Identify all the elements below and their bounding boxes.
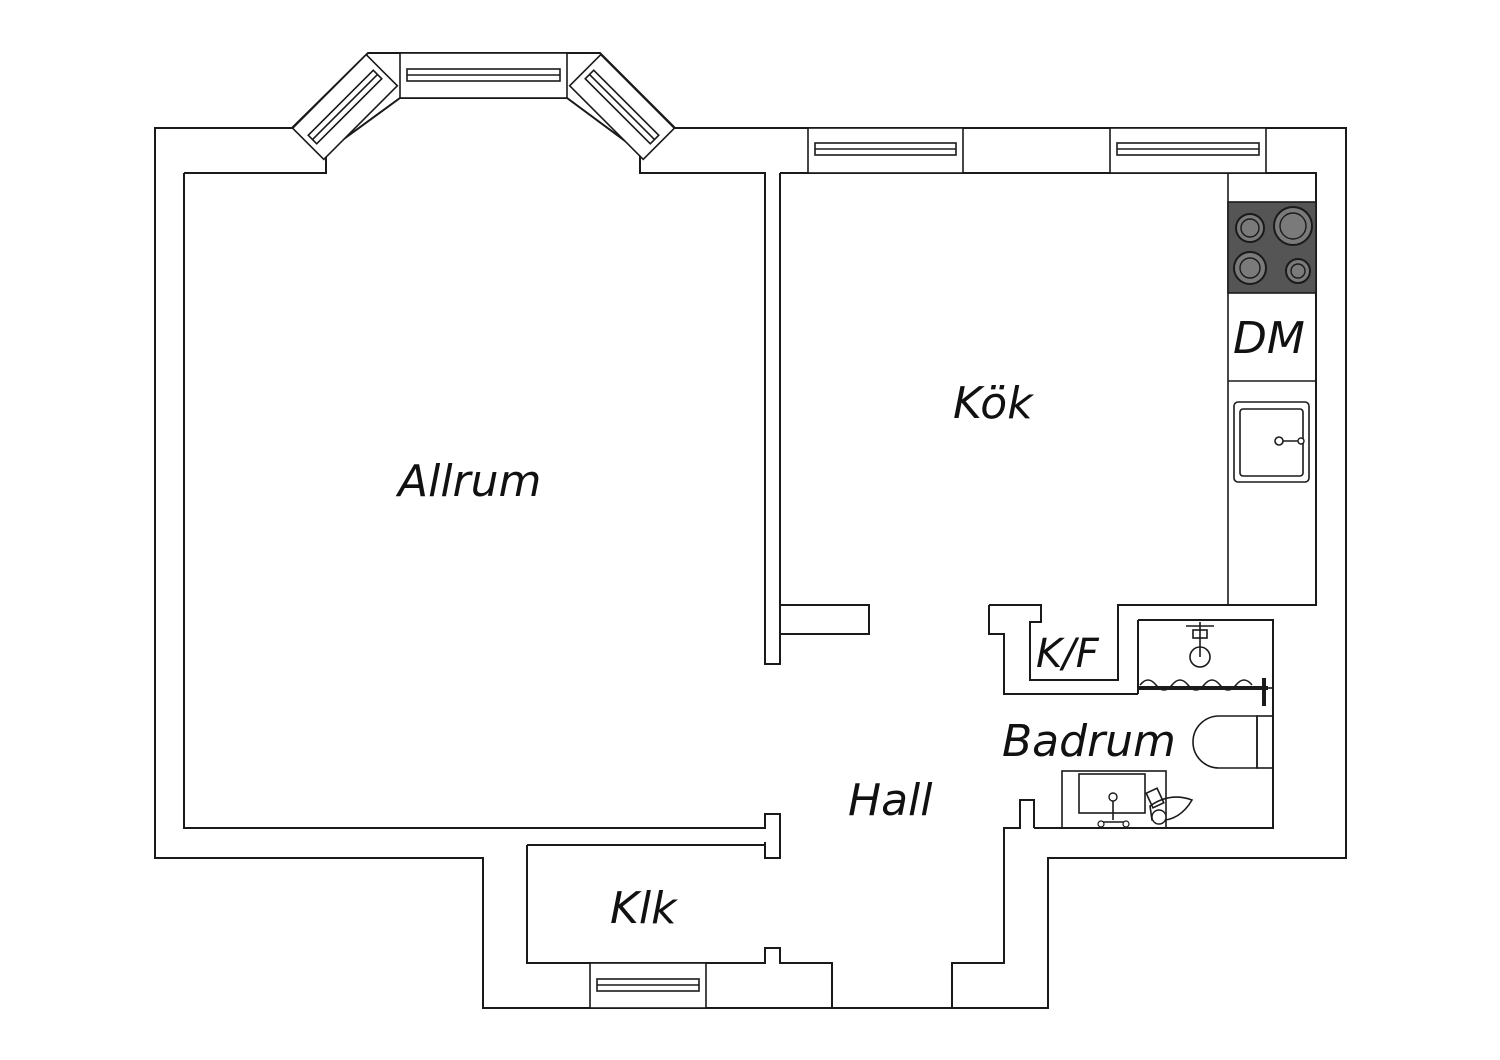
- floor-drain-circle: [1151, 809, 1167, 825]
- shower-valve-body: [1192, 629, 1208, 639]
- washbasin-icon: [1061, 770, 1167, 829]
- burner-icon: [1235, 213, 1265, 243]
- klk-wall: [526, 844, 833, 1008]
- washbasin-knob: [1097, 820, 1105, 828]
- hall-wall-right: [951, 799, 1035, 1008]
- room-label-badrum: Badrum: [1002, 716, 1176, 767]
- room-label-klk: Klk: [610, 883, 678, 934]
- window-bay-right-glass: [588, 73, 656, 141]
- burner-icon: [1285, 258, 1311, 284]
- shower-curtain: [1139, 679, 1253, 691]
- room-label-hall: Hall: [848, 775, 933, 826]
- burner-icon: [1239, 257, 1261, 279]
- window-bay-left-glass: [311, 73, 379, 141]
- washbasin-tap-head: [1108, 792, 1118, 802]
- room-label-allrum: Allrum: [395, 456, 541, 507]
- kitchen-sink-basin: [1239, 408, 1304, 477]
- room-label-dm: DM: [1233, 313, 1305, 364]
- burner-icon: [1240, 218, 1260, 238]
- room-label-kf: K/F: [1036, 631, 1100, 677]
- sink-drain-icon: [1274, 436, 1284, 446]
- allrum-inner-wall-lower: [183, 173, 781, 859]
- room-label-kok: Kök: [953, 378, 1034, 429]
- burner-icon: [1290, 263, 1306, 279]
- burner-icon: [1279, 212, 1307, 240]
- toilet-icon: [1192, 715, 1258, 769]
- kf-closet-outer: [988, 605, 1138, 695]
- burner-icon: [1233, 251, 1267, 285]
- washbasin-knob: [1122, 820, 1130, 828]
- outer-wall: [154, 52, 1347, 1009]
- kok-stub-wall: [780, 604, 870, 635]
- washbasin-bowl: [1078, 773, 1146, 814]
- toilet-tank: [1256, 715, 1274, 769]
- kf-closet-wall: [989, 604, 1119, 681]
- kitchen-sink-icon: [1233, 401, 1310, 483]
- allrum-inner-wall: [184, 97, 781, 665]
- sink-faucet-knob: [1297, 437, 1305, 445]
- toilet-paper-icon: [1145, 787, 1165, 809]
